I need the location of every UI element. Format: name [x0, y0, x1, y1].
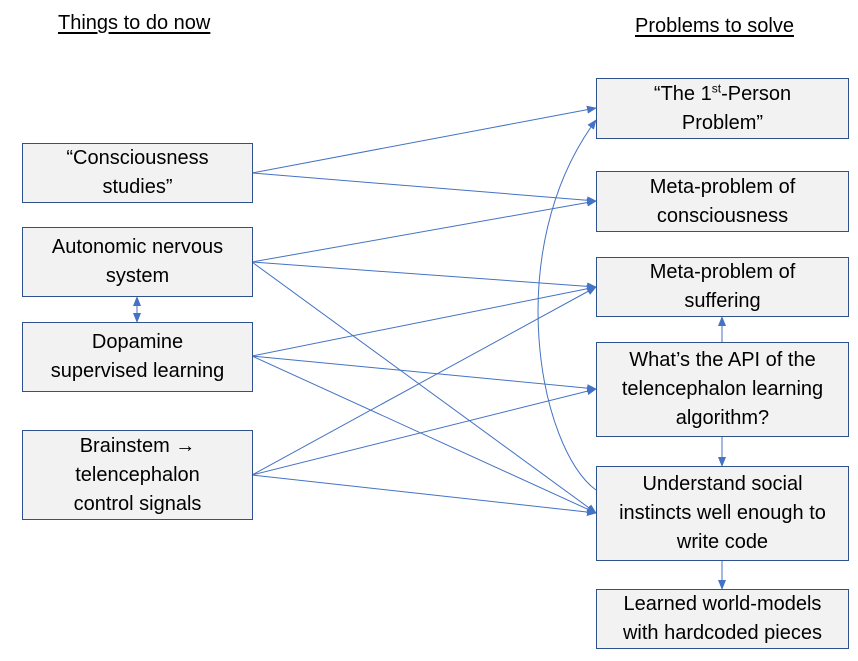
- node-line: “The 1st-Person: [654, 80, 791, 109]
- node-line: instincts well enough to: [619, 502, 826, 524]
- node-meta-problem-consciousness: Meta-problem of consciousness: [596, 171, 849, 232]
- edge-consciousness-studies-to-meta-problem-consciousness: [251, 172, 597, 205]
- edge-dopamine-supervised-learning-to-understand-social-instincts: [251, 355, 597, 514]
- node-line: supervised learning: [50, 360, 225, 382]
- node-line: control signals: [73, 492, 202, 515]
- node-line: Understand social: [642, 473, 803, 495]
- node-autonomic-nervous-system: Autonomic nervous system: [22, 227, 253, 297]
- node-line: Learned world-models: [623, 593, 822, 615]
- node-line: system: [105, 265, 170, 287]
- node-line: suffering: [684, 290, 761, 312]
- edge-dopamine-supervised-learning-to-meta-problem-suffering: [251, 284, 597, 357]
- node-line: “Consciousness: [66, 147, 209, 169]
- node-line: with hardcoded pieces: [622, 622, 822, 644]
- heading-problems-to-solve: Problems to solve: [635, 15, 794, 37]
- edge-autonomic-nervous-system-to-understand-social-instincts: [251, 261, 597, 514]
- node-line: Problem”: [681, 111, 764, 134]
- node-consciousness-studies: “Consciousness studies”: [22, 143, 253, 203]
- edge-brainstem-control-signals-to-meta-problem-suffering: [251, 286, 597, 476]
- node-line: write code: [676, 531, 769, 553]
- node-line: Meta-problem of: [649, 175, 796, 198]
- node-first-person-problem: “The 1st-Person Problem”: [596, 78, 849, 139]
- node-line: Autonomic nervous: [51, 236, 224, 258]
- node-brainstem-control-signals: Brainstem → telencephalon control signal…: [22, 430, 253, 520]
- edge-autonomic-nervous-system-to-meta-problem-consciousness: [251, 198, 597, 263]
- heading-things-to-do-now: Things to do now: [58, 12, 211, 34]
- node-line: What’s the API of the: [629, 349, 816, 371]
- node-understand-social-instincts: Understand social instincts well enough …: [596, 466, 849, 561]
- edge-brainstem-control-signals-to-understand-social-instincts: [251, 474, 597, 516]
- edge-consciousness-studies-to-first-person-problem: [251, 105, 597, 174]
- edge-brainstem-control-signals-to-telencephalon-api: [251, 387, 597, 476]
- node-line: telencephalon: [75, 463, 200, 486]
- node-line: consciousness: [656, 204, 789, 227]
- edge-autonomic-nervous-system-to-meta-problem-suffering: [251, 261, 597, 291]
- node-text: -Person: [721, 82, 792, 105]
- node-line: Meta-problem of: [649, 261, 796, 283]
- node-dopamine-supervised-learning: Dopamine supervised learning: [22, 322, 253, 392]
- node-text: “The 1: [653, 82, 712, 105]
- node-line: Dopamine: [91, 331, 184, 353]
- node-learned-world-models: Learned world-models with hardcoded piec…: [596, 589, 849, 649]
- node-line: telencephalon learning: [621, 378, 824, 400]
- edge-dopamine-supervised-learning-to-telencephalon-api: [251, 355, 597, 393]
- node-line: algorithm?: [675, 407, 770, 429]
- edge-understand-social-instincts-to-first-person-problem: [537, 119, 597, 491]
- node-telencephalon-api: What’s the API of the telencephalon lear…: [596, 342, 849, 437]
- node-line: Brainstem →: [79, 434, 196, 457]
- superscript: st: [711, 80, 722, 95]
- node-line: studies”: [102, 176, 173, 198]
- node-meta-problem-suffering: Meta-problem of suffering: [596, 257, 849, 317]
